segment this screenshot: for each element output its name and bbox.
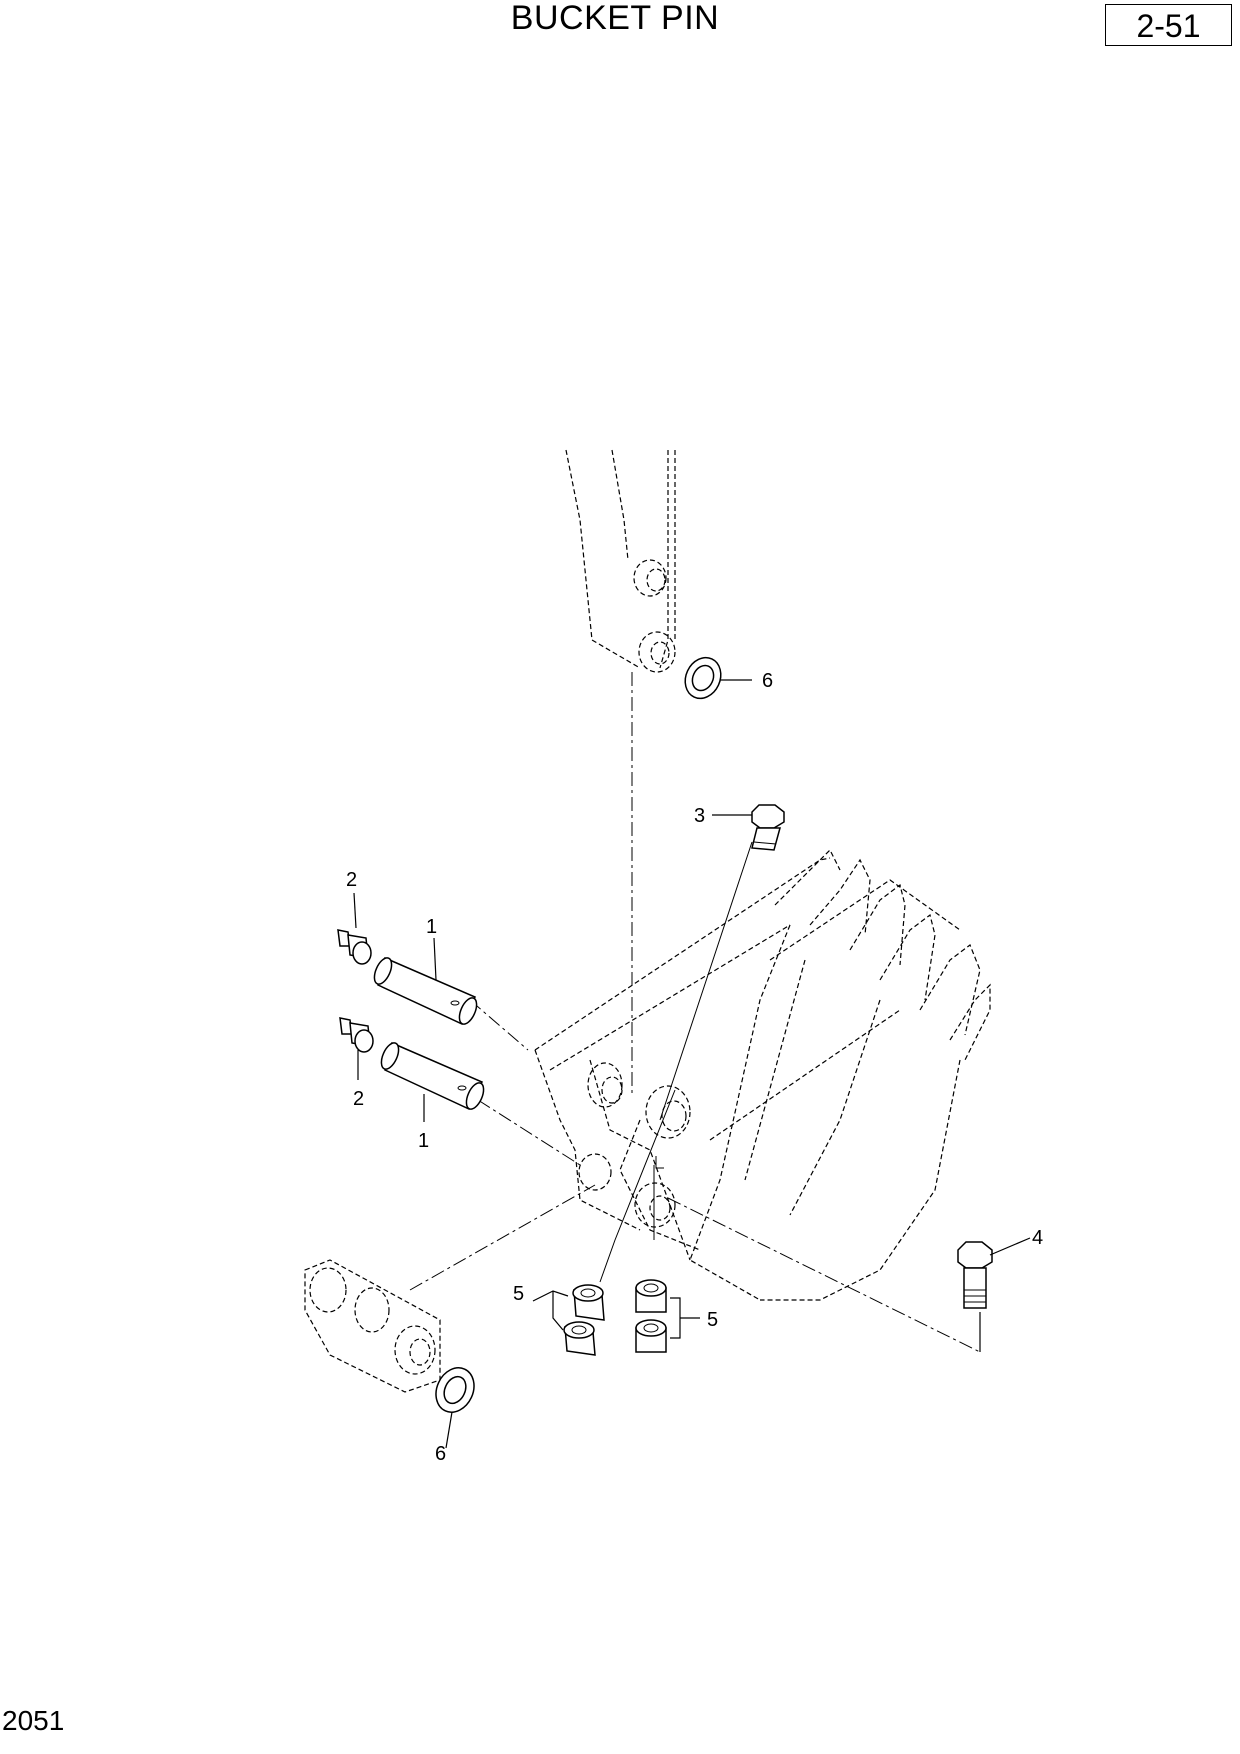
leader-lines xyxy=(353,679,1031,1449)
pin-bottom xyxy=(380,1041,485,1110)
bushings-left xyxy=(563,1284,605,1356)
callout-1-top: 1 xyxy=(426,916,437,938)
callout-3: 3 xyxy=(694,805,705,827)
page-number-box: 2-51 xyxy=(1105,4,1232,46)
bucket-outline xyxy=(534,848,991,1301)
bolt-4 xyxy=(957,1241,993,1309)
callout-6-top: 6 xyxy=(762,670,773,692)
callout-labels: 6 3 2 1 2 1 4 5 5 6 xyxy=(346,670,1043,1465)
callout-5-left: 5 xyxy=(513,1283,524,1305)
page-title: BUCKET PIN xyxy=(510,0,720,37)
center-lines xyxy=(409,672,981,1353)
callout-2-bottom: 2 xyxy=(353,1088,364,1110)
callout-2-top: 2 xyxy=(346,869,357,891)
callout-5-right: 5 xyxy=(707,1309,718,1331)
arm-outline xyxy=(565,449,676,673)
grease-fitting-bottom xyxy=(339,1017,374,1053)
figure-code: 2051 xyxy=(2,1705,65,1736)
callout-1-bottom: 1 xyxy=(418,1130,429,1152)
bolt-3 xyxy=(751,804,785,851)
callout-4: 4 xyxy=(1032,1227,1043,1249)
bushings-right xyxy=(635,1279,667,1353)
washer-bottom xyxy=(435,1367,475,1413)
callout-6-bottom: 6 xyxy=(435,1443,446,1465)
grease-fitting-top xyxy=(337,929,372,965)
link-outline xyxy=(304,1259,441,1393)
washer-top xyxy=(684,656,722,700)
pin-top xyxy=(373,956,478,1025)
